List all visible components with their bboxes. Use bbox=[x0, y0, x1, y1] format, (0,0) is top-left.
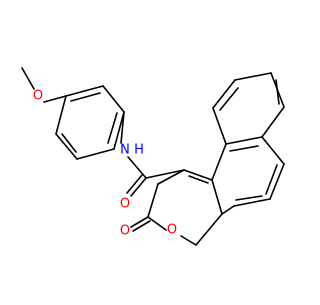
bond-line bbox=[43, 95, 67, 103]
bond-line bbox=[102, 85, 125, 113]
bond-line bbox=[126, 174, 143, 194]
bond-line bbox=[65, 85, 104, 97]
bond-line bbox=[221, 205, 235, 215]
bond-line bbox=[229, 145, 259, 152]
bond-line bbox=[261, 106, 285, 138]
atom-label-lactone-oxygen: O bbox=[120, 224, 130, 239]
bond-line bbox=[225, 136, 263, 145]
bond-line bbox=[147, 216, 167, 231]
bond-line bbox=[275, 79, 280, 105]
bond-line bbox=[261, 136, 285, 165]
bond-line bbox=[130, 177, 147, 197]
atom-label-amide-hydrogen: H bbox=[134, 143, 144, 158]
bond-line bbox=[120, 111, 125, 144]
bond-line bbox=[211, 143, 227, 181]
atom-label-amide-oxygen: O bbox=[120, 197, 130, 212]
bond-line bbox=[211, 179, 223, 215]
bond-line bbox=[132, 220, 151, 232]
bond-line bbox=[219, 87, 239, 111]
bond-line bbox=[157, 169, 185, 185]
bond-line bbox=[76, 148, 115, 160]
bond-line bbox=[234, 72, 272, 81]
bond-line bbox=[55, 95, 67, 135]
bond-layer bbox=[21, 67, 285, 246]
bond-line bbox=[130, 216, 149, 228]
bond-line bbox=[235, 195, 263, 201]
bond-line bbox=[265, 164, 278, 195]
bond-line bbox=[107, 112, 118, 144]
bond-line bbox=[55, 133, 78, 160]
bond-line bbox=[269, 163, 285, 200]
atom-label-amide-nitrogen: N bbox=[120, 143, 130, 158]
bond-line bbox=[188, 175, 209, 184]
bond-line bbox=[212, 79, 236, 109]
bond-line bbox=[147, 183, 159, 218]
bond-line bbox=[21, 67, 35, 90]
bond-line bbox=[70, 92, 101, 102]
bond-line bbox=[183, 169, 213, 181]
bond-line bbox=[195, 213, 223, 246]
atom-label-ring-oxygen: O bbox=[167, 223, 177, 238]
bond-line bbox=[113, 111, 125, 150]
molecule-structure-diagram: O N H O O O bbox=[21, 67, 285, 246]
bond-line bbox=[61, 133, 77, 153]
bond-line bbox=[127, 156, 147, 179]
bond-line bbox=[145, 169, 185, 179]
atom-label-methoxy-oxygen: O bbox=[33, 89, 43, 104]
bond-line bbox=[233, 198, 271, 207]
bond-line bbox=[180, 235, 197, 246]
molecule-canvas: O N H O O O bbox=[21, 67, 285, 246]
bond-line bbox=[212, 107, 227, 145]
atom-label-layer: O N H O O O bbox=[33, 89, 177, 239]
